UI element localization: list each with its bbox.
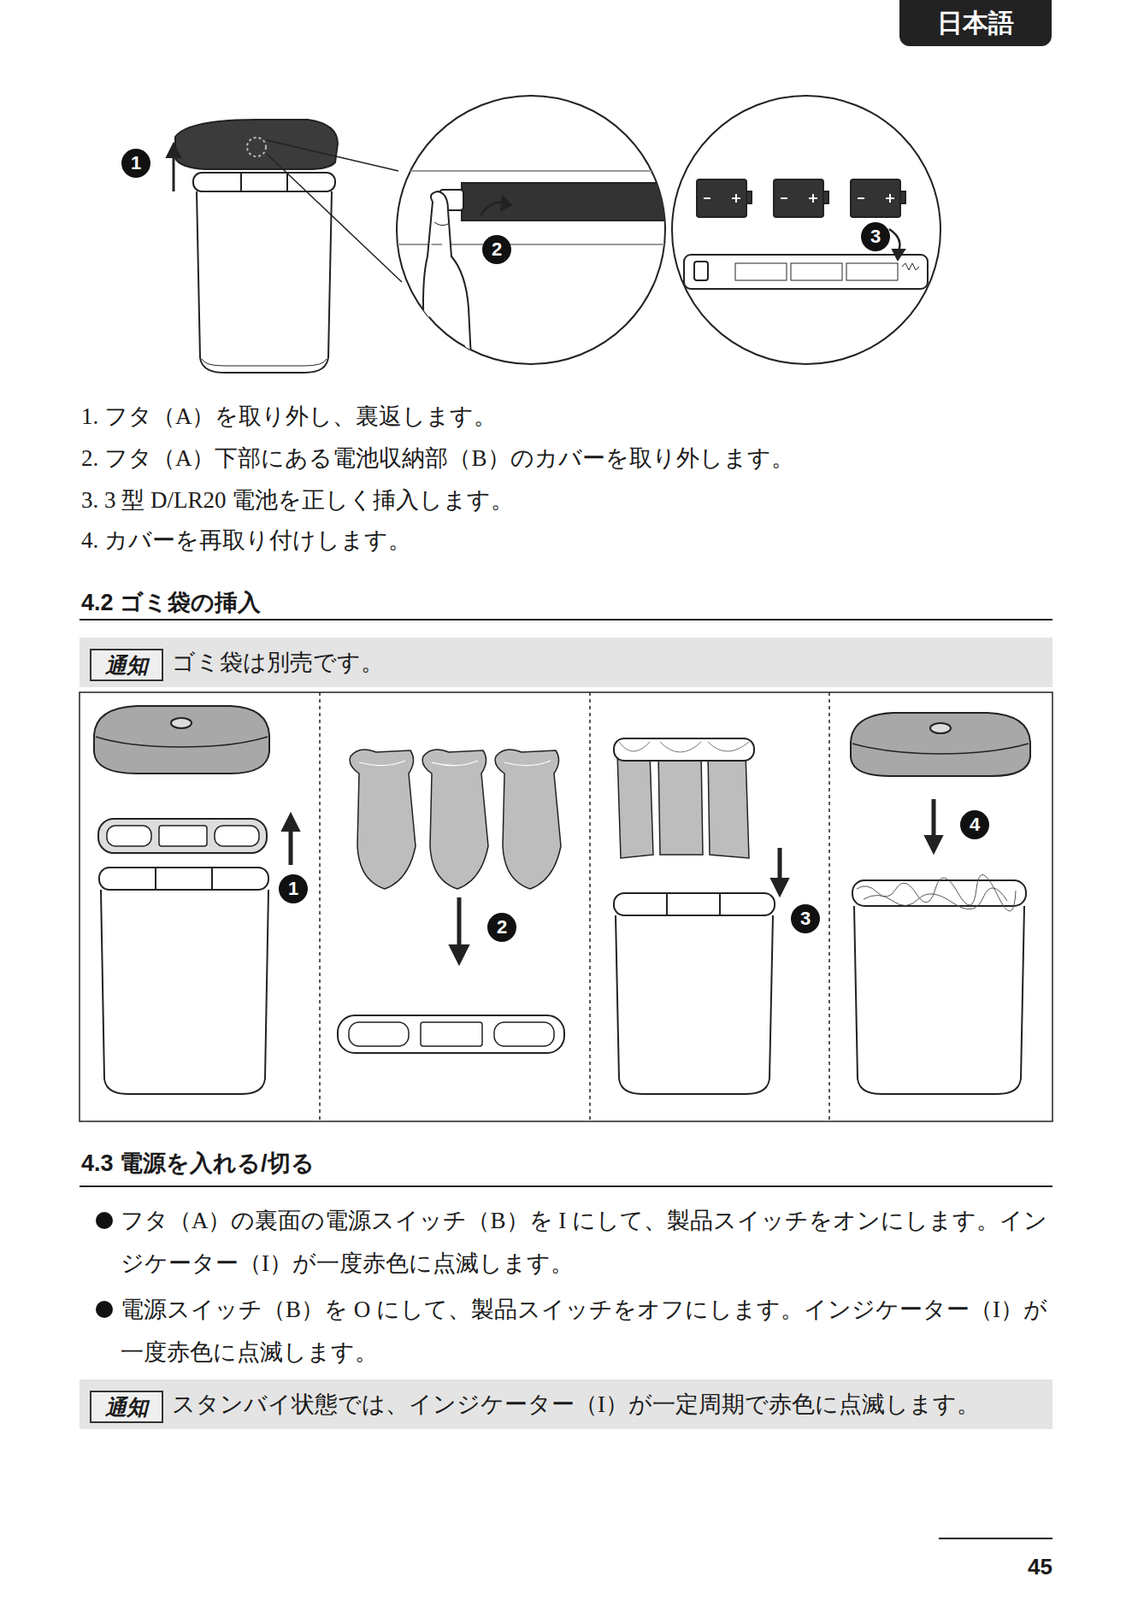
callout-number: 4 [960,810,990,840]
step-text: 4. カバーを再取り付けします。 [81,525,412,555]
notice-tag: 通知 [89,648,164,682]
node-text: 日本語 [937,5,1015,42]
step-text: 2. フタ（A）下部にある電池収納部（B）のカバーを取り外します。 [81,443,795,473]
language-tab: 日本語 [899,0,1052,47]
notice-tag: 通知 [89,1391,164,1424]
bullet-text: フタ（A）の裏面の電源スイッチ（B）を I にして、製品スイッチをオンにします。… [120,1199,1053,1286]
callout-number: 1 [121,148,151,178]
step-text: 3. 3 型 D/LR20 電池を正しく挿入します。 [81,485,514,515]
section-heading: 4.3 電源を入れる/切る [81,1148,315,1180]
notice-band: 通知スタンバイ状態では、インジケーター（I）が一定周期で赤色に点滅します。 [79,1379,1053,1430]
notice-band: 通知ゴミ袋は別売です。 [79,637,1053,688]
step-text: 1. フタ（A）を取り外し、裏返します。 [81,401,498,431]
callout-number: 3 [860,222,891,252]
page-number: 45 [966,1554,1053,1581]
callout-number: 2 [487,913,517,943]
node-text: ゴミ袋は別売です。 [171,649,384,676]
section-heading: 4.2 ゴミ袋の挿入 [81,587,261,619]
callout-number: 2 [482,235,512,265]
node-text: 通知 [105,1395,148,1420]
bullet-text: 電源スイッチ（B）を O にして、製品スイッチをオフにします。インジケーター（I… [120,1288,1053,1374]
node-text: 通知 [105,653,148,678]
callout-number: 1 [278,874,308,904]
callout-number: 3 [790,904,820,934]
node-text: スタンバイ状態では、インジケーター（I）が一定周期で赤色に点滅します。 [171,1391,980,1418]
